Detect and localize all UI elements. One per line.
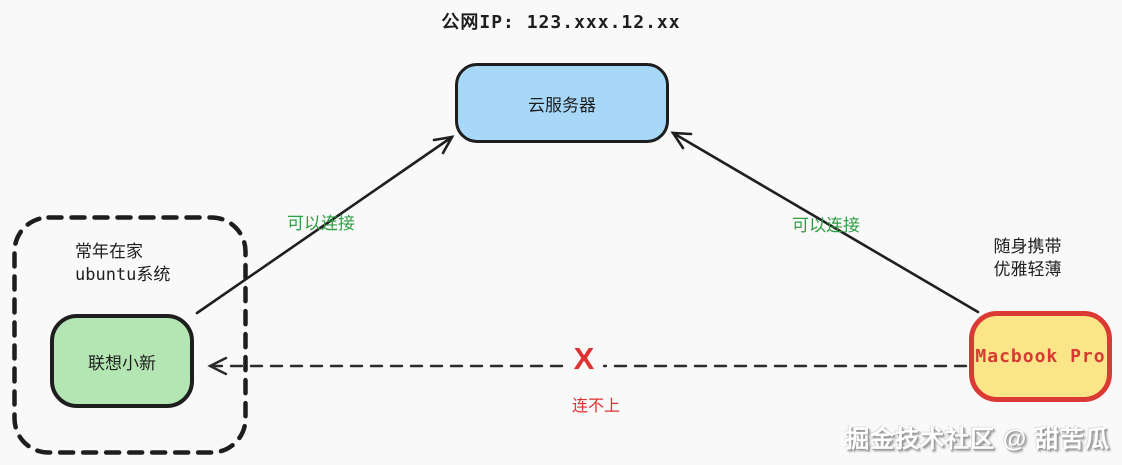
cloud-server-node[interactable]: 云服务器 [455, 63, 669, 143]
macbook-note-line1: 随身携带 [993, 237, 1062, 256]
macbook-note-line2: 优雅轻薄 [993, 260, 1062, 279]
macbook-pro-label: Macbook Pro [975, 346, 1106, 367]
connect-label-right: 可以连接 [792, 216, 860, 235]
lenovo-node[interactable]: 联想小新 [50, 314, 194, 408]
home-note-line1: 常年在家 [75, 242, 143, 262]
macbook-note: 随身携带 优雅轻薄 [960, 235, 1095, 281]
fail-x-mark: X [573, 341, 595, 376]
macbook-pro-node[interactable]: Macbook Pro [969, 311, 1112, 402]
home-group-note: 常年在家 ubuntu系统 [75, 241, 170, 287]
lenovo-label: 联想小新 [88, 353, 156, 373]
watermark: 掘金技术社区 @ 甜苦瓜 [845, 426, 1110, 453]
cloud-server-label: 云服务器 [528, 95, 596, 115]
public-ip-title: 公网IP: 123.xxx.12.xx [441, 12, 681, 33]
home-note-line2: ubuntu系统 [75, 265, 171, 285]
connect-label-left: 可以连接 [287, 214, 355, 233]
fail-label: 连不上 [571, 398, 620, 415]
